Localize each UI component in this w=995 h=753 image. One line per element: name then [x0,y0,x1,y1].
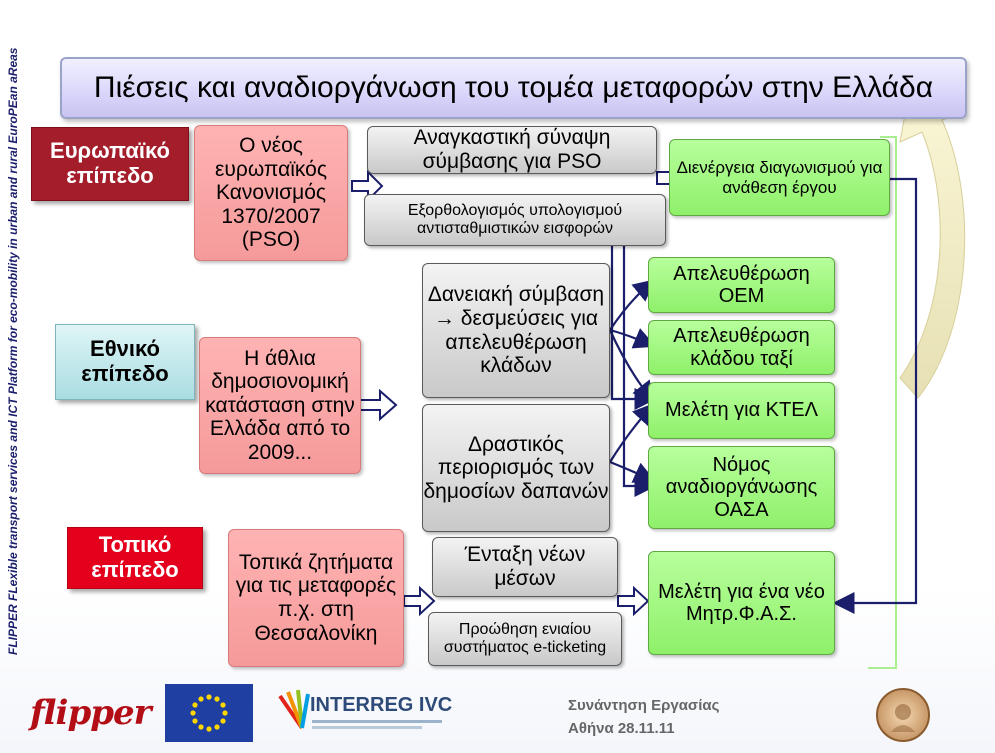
block-arrow-4 [403,585,436,617]
block-arrow-5 [617,585,650,617]
footer-text: Συνάντηση Εργασίας Αθήνα 28.11.11 [568,695,768,745]
block-arrow-3 [359,388,398,422]
outcome-tender: Διενέργεια διαγωνισμού για ανάθεση έργου [669,139,890,216]
measure-new-means: Ένταξη νέων μέσων [432,537,618,597]
cause-local-issues: Τοπικά ζητήματα για τις μεταφορές π.χ. σ… [228,529,404,667]
green-bracket [868,136,897,669]
university-seal-logo [876,688,930,742]
interreg-logo-text: INTERREG IVC [310,694,453,716]
outcome-fas-study: Μελέτη για ένα νέο Μητρ.Φ.Α.Σ. [648,551,835,655]
outcome-ktel: Μελέτη για ΚΤΕΛ [648,382,835,439]
side-vertical-text: FLIPPER FLexible transport services and … [6,47,20,655]
level-european: Ευρωπαϊκό επίπεδο [31,127,189,201]
interreg-rays-icon [278,689,310,730]
footer-date: Αθήνα 28.11.11 [568,719,675,737]
measure-compensation: Εξορθολογισμός υπολογισμού αντισταθμιστι… [364,194,666,246]
measure-loan-agreement: Δανειακή σύμβαση → δεσμεύσεις για απελευ… [422,263,610,398]
eu-flag-logo [165,684,253,742]
footer-meeting: Συνάντηση Εργασίας [568,697,720,714]
level-local: Τοπικό επίπεδο [67,527,203,589]
block-arrow-1 [351,169,384,203]
interreg-logo: INTERREG IVC [272,684,497,744]
measure-spending-cuts: Δραστικός περιορισμός των δημοσίων δαπαν… [422,404,610,532]
measure-pso-contract: Αναγκαστική σύναψη σύμβασης για PSO [367,126,657,174]
flipper-logo: flipper [30,693,152,733]
outcome-oem: Απελευθέρωση ΟΕΜ [648,257,835,313]
measure-eticketing: Προώθηση ενιαίου συστήματος e-ticketing [428,612,622,666]
level-national: Εθνικό επίπεδο [55,324,195,400]
slide-title: Πιέσεις και αναδιοργάνωση του τομέα μετα… [60,57,967,119]
cause-eu-regulation: Ο νέος ευρωπαϊκός Κανονισμός 1370/2007 (… [194,125,348,261]
outcome-taxi: Απελευθέρωση κλάδου ταξί [648,320,835,375]
outcome-oasa: Νόμος αναδιοργάνωσης ΟΑΣΑ [648,446,835,529]
cause-fiscal-situation: Η άθλια δημοσιονομική κατάσταση στην Ελλ… [199,337,361,474]
feedback-arrow [899,75,968,399]
